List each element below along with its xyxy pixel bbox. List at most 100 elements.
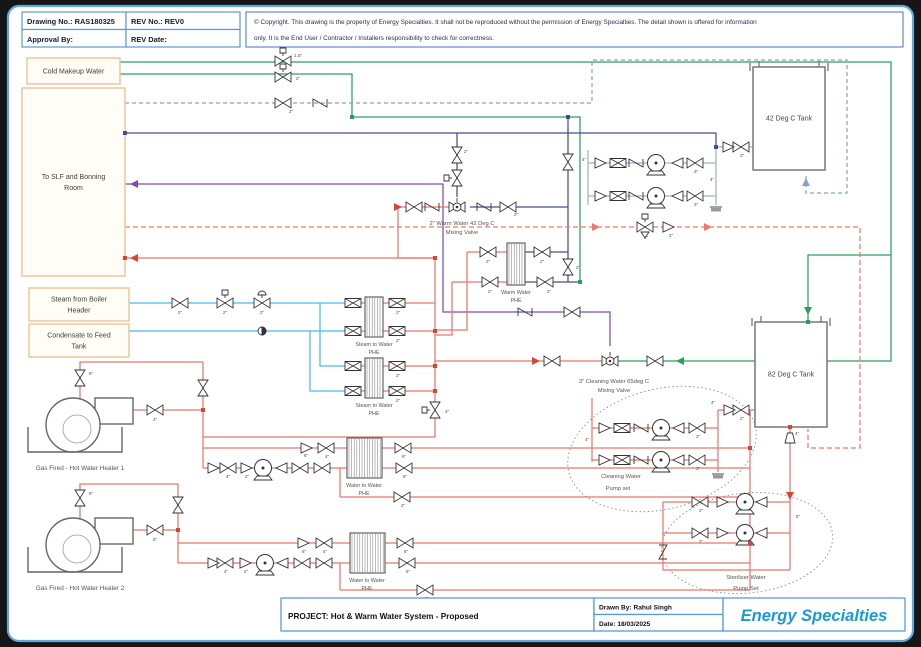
valve-icon <box>543 355 561 367</box>
tank-42-deg-c-flange <box>749 61 829 71</box>
shape <box>594 190 608 202</box>
pipe-size-label: 2" <box>260 310 265 316</box>
shape <box>714 145 718 149</box>
shape <box>197 379 209 397</box>
phe-water-to-water-1-label: Water to Water <box>346 483 382 489</box>
shape <box>676 357 684 365</box>
valve-icon <box>291 462 309 474</box>
shape <box>608 359 612 363</box>
valve-icon <box>405 201 423 213</box>
valve-icon <box>394 442 412 454</box>
dest-box-condensate-to-feed-tank-label: Condensate to Feed <box>47 333 111 340</box>
shape <box>806 320 810 324</box>
flow-arrow-icon <box>802 178 810 186</box>
pipe-size-label: 2" <box>289 109 294 115</box>
gas-fired-heater-2-scroll <box>45 517 101 573</box>
shape <box>562 258 574 276</box>
pipe-size-label: 2" <box>699 539 704 545</box>
shape <box>786 492 794 500</box>
pipe-size-label: 6" <box>406 569 411 575</box>
dest-box-slf-bonning-room-label: To SLF and Bonning <box>42 174 106 181</box>
reducer-icon <box>239 557 253 569</box>
shape <box>253 297 271 309</box>
valve-icon <box>315 557 333 569</box>
phe-water-to-water-1-label2: PHE <box>358 491 369 497</box>
strainer-icon <box>388 386 406 396</box>
reducer-icon <box>594 190 608 202</box>
phe-warm-water-label2: PHE <box>510 298 521 304</box>
pump-icon <box>651 419 671 441</box>
valve-icon <box>688 454 706 466</box>
phe-steam-to-water-2-plates <box>366 358 381 398</box>
shape <box>670 157 684 169</box>
tank-42-deg-c <box>752 66 826 171</box>
pipe-size-label: 6" <box>404 549 409 555</box>
pipe <box>397 207 435 259</box>
shape <box>388 326 406 336</box>
shape <box>263 561 267 565</box>
shape <box>609 191 627 201</box>
shape <box>754 527 768 539</box>
valve-vertical-icon <box>451 146 463 164</box>
tank-82-deg-c-label: 82 Deg C Tank <box>768 372 815 379</box>
strainer-icon <box>388 298 406 308</box>
shape <box>253 475 273 481</box>
shape <box>291 462 309 474</box>
shape <box>313 462 331 474</box>
shape <box>350 115 354 119</box>
project-title: PROJECT: Hot & Warm Water System - Propo… <box>288 612 478 621</box>
pipe-size-label: 2" <box>396 398 401 404</box>
copyright-line-1: © Copyright. This drawing is the propert… <box>254 18 757 26</box>
pipe <box>79 483 178 519</box>
strainer-icon <box>344 361 362 371</box>
copyright-box <box>245 11 904 48</box>
shape <box>216 557 234 569</box>
reducer-icon <box>716 496 730 508</box>
shape <box>691 496 709 508</box>
shape <box>421 406 428 414</box>
shape <box>613 455 631 465</box>
shape <box>476 202 492 212</box>
shape <box>433 364 437 368</box>
dest-box-condensate-to-feed-tank-label: Tank <box>72 344 87 351</box>
cell-rev-date <box>125 28 241 48</box>
valve-icon <box>479 246 497 258</box>
pipe-size-label: 2" <box>396 310 401 316</box>
shape <box>344 386 362 396</box>
shape <box>388 298 406 308</box>
shape <box>274 462 288 474</box>
drain-icon <box>712 473 724 479</box>
shape <box>279 47 287 54</box>
valve-vertical-icon <box>562 153 574 171</box>
shape <box>743 531 747 535</box>
valve-icon <box>274 97 292 109</box>
shape <box>517 307 533 317</box>
label-cleaning-mixing-valve: 3" Cleaning Water 65deg C <box>579 379 649 385</box>
phe-water-to-water-1-plates <box>348 438 381 478</box>
junction-dot <box>433 256 437 260</box>
valve-vertical-icon <box>74 369 86 387</box>
shape <box>443 174 450 182</box>
shape <box>396 537 414 549</box>
pipe-size-label: 6" <box>402 454 407 460</box>
shape <box>433 329 437 333</box>
shape <box>130 254 138 262</box>
strainer-icon <box>344 326 362 336</box>
source-box-steam-from-boiler-label: Header <box>68 308 92 315</box>
reducer-icon <box>662 221 676 233</box>
shape <box>532 357 540 365</box>
actuated-valve-icon <box>274 47 292 67</box>
pipe-size-label: 2" <box>244 569 249 575</box>
shape <box>239 557 253 569</box>
pipe-size-label: 2" <box>547 289 552 295</box>
pipe <box>125 132 717 147</box>
prv-icon <box>253 290 271 309</box>
pipe-size-label: 4" <box>582 157 587 163</box>
pipe-size-label: 2" <box>740 416 745 422</box>
pipe-size-label: 2" <box>486 259 491 265</box>
strainer-icon <box>388 326 406 336</box>
pipe-size-label: 4" <box>795 431 800 437</box>
valve-icon <box>563 306 581 318</box>
valve-icon <box>398 557 416 569</box>
